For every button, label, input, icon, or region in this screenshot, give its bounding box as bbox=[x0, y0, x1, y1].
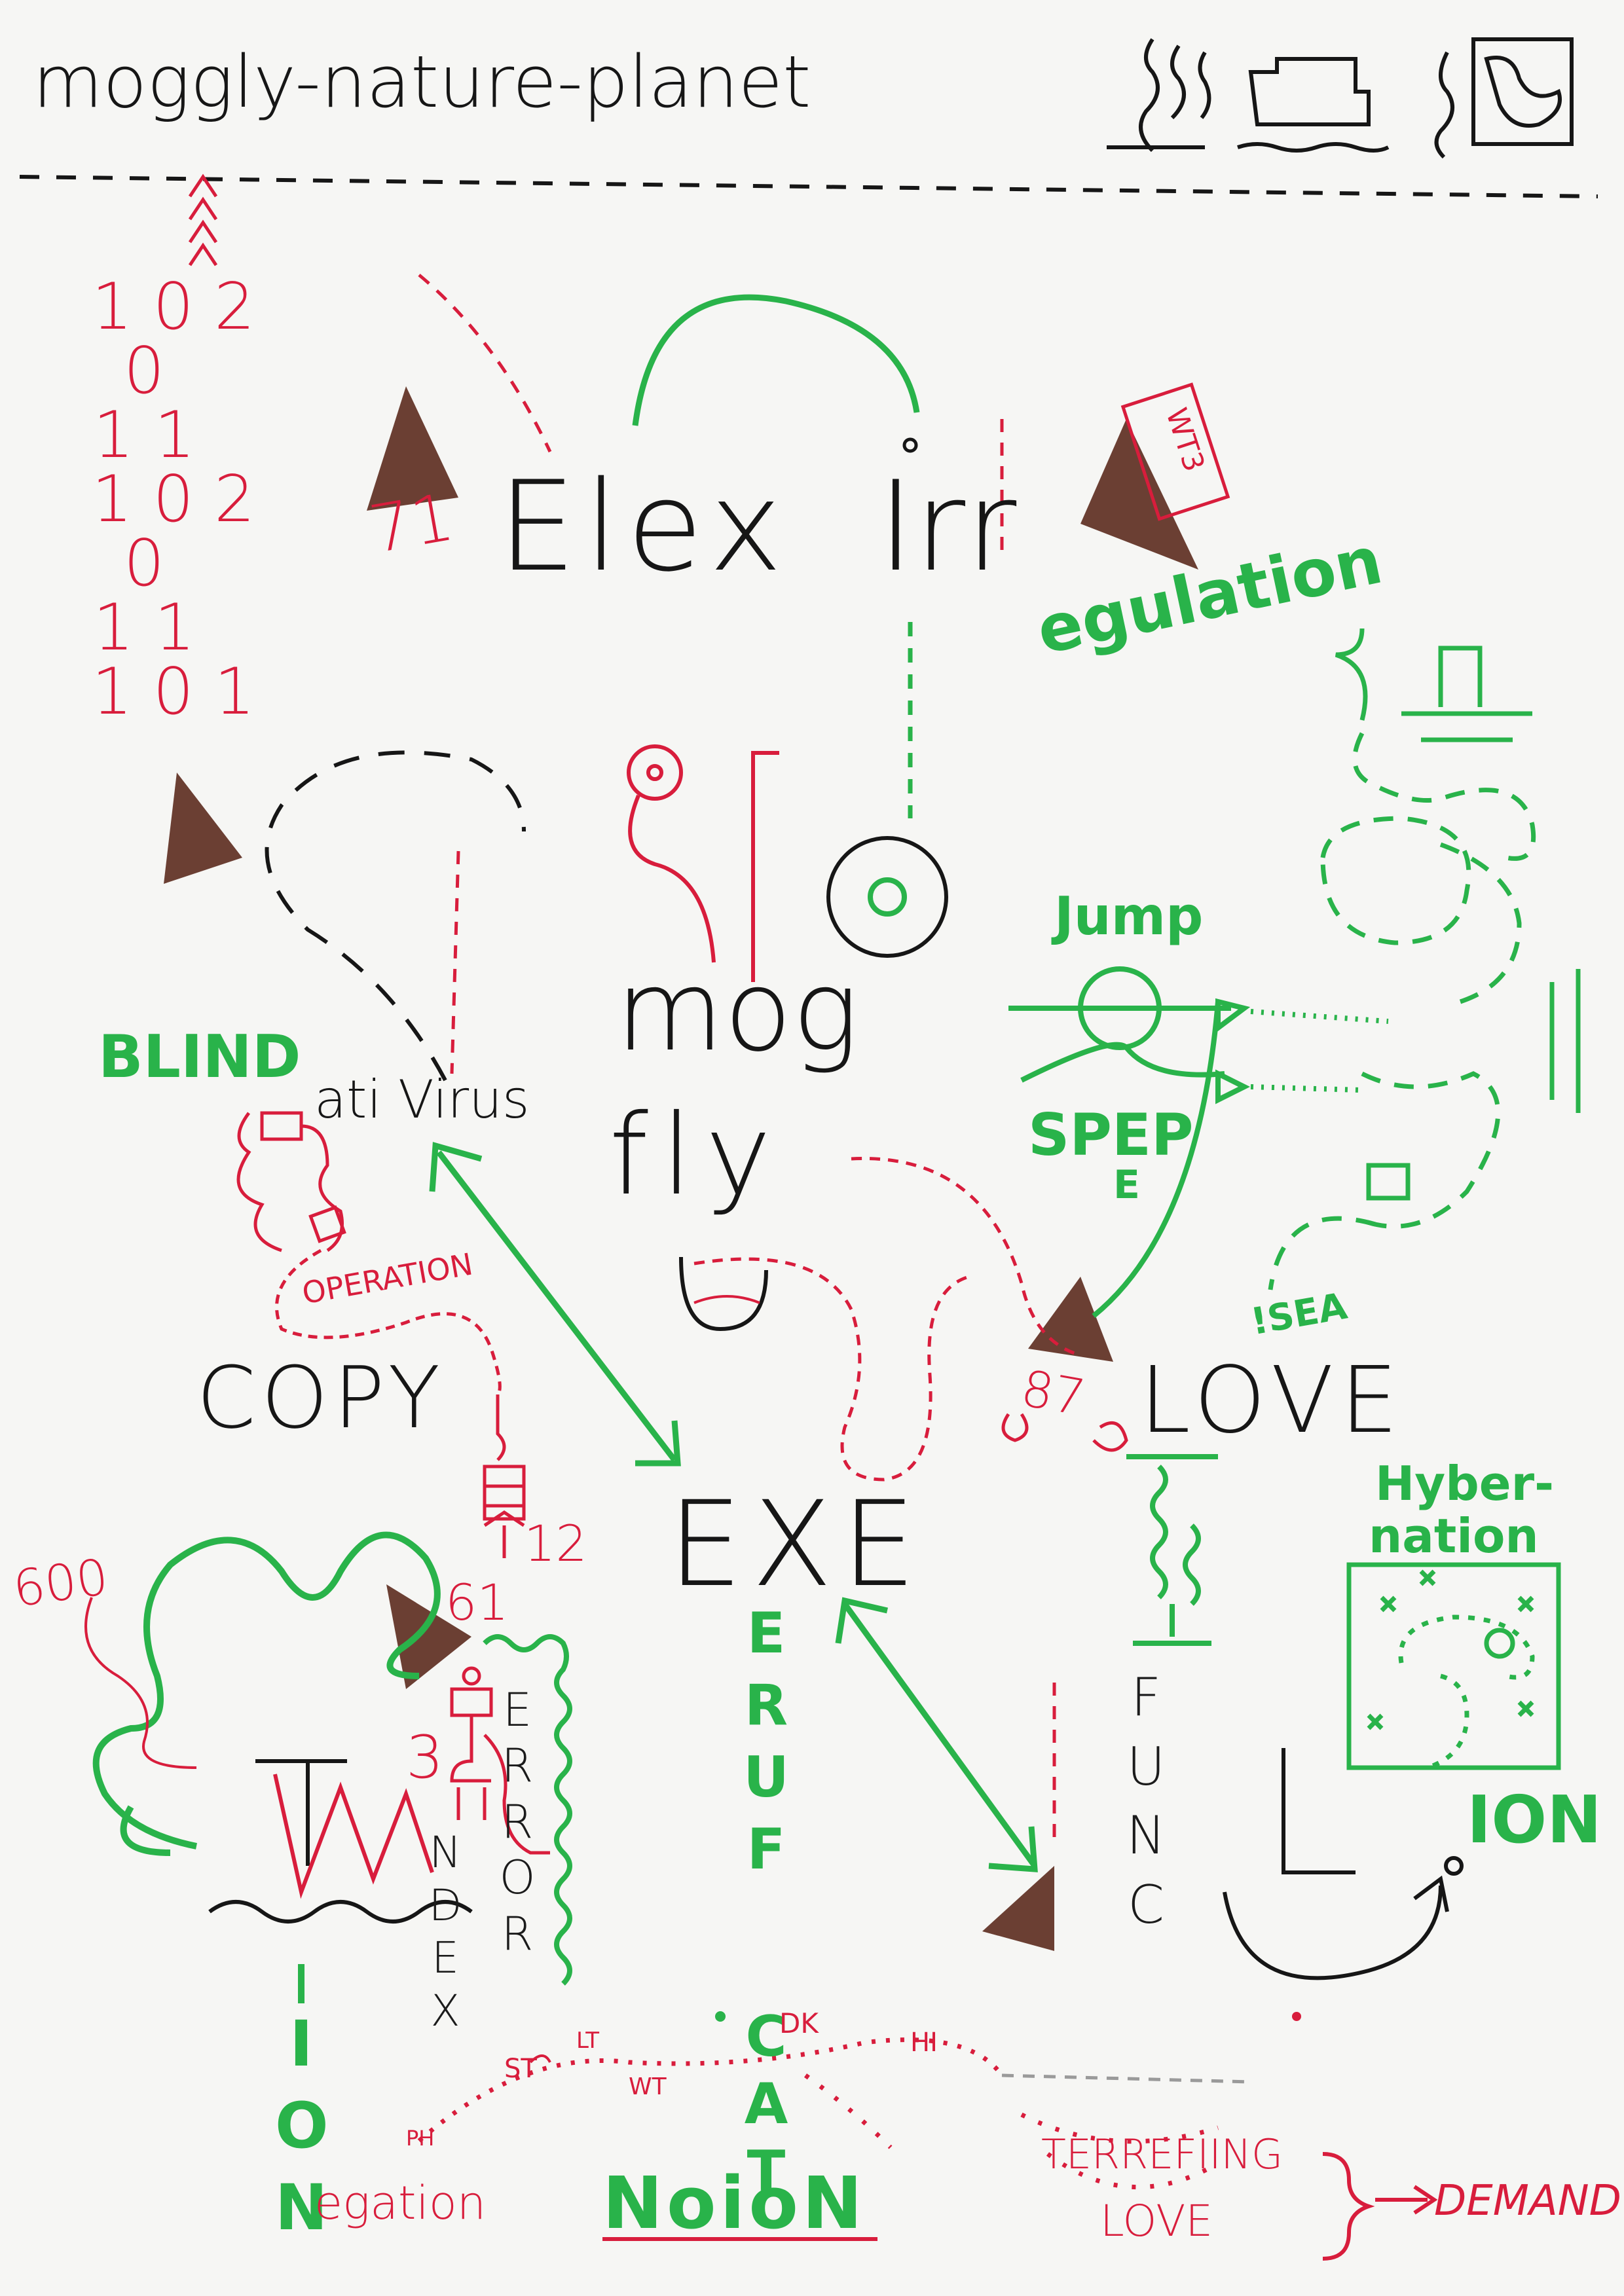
triangle-icon bbox=[1080, 419, 1198, 570]
fly-label: fly bbox=[609, 1091, 784, 1220]
red-dashed-line bbox=[450, 850, 460, 1074]
eruf-vertical-label: ERUF bbox=[743, 1601, 789, 1883]
love-small-label: LOVE bbox=[1100, 2196, 1213, 2246]
number-87-label: 87 bbox=[1017, 1358, 1090, 1427]
cat-vertical-label: CAT bbox=[744, 2004, 788, 2205]
copy-label: COPY bbox=[196, 1348, 446, 1448]
green-line bbox=[1092, 1001, 1221, 1319]
red-ladder-icon bbox=[483, 1394, 526, 1558]
triangle-icon bbox=[164, 773, 242, 884]
red-figure-icon bbox=[450, 1666, 550, 1855]
map-icon bbox=[1434, 37, 1574, 159]
number-label: 71 bbox=[363, 478, 460, 569]
dotted-line bbox=[1250, 1084, 1363, 1093]
red-mechanism-icon bbox=[236, 1111, 346, 1252]
hybernation-label-top: Hyber- bbox=[1375, 1456, 1554, 1511]
triangle-icon bbox=[1028, 1277, 1113, 1362]
triangle-icon bbox=[386, 1584, 471, 1689]
dotted-line bbox=[1250, 1009, 1389, 1024]
ion-left-vertical-label: ION bbox=[275, 2007, 329, 2244]
lt-label: LT bbox=[576, 2028, 600, 2054]
irr-label: Irr bbox=[877, 454, 1017, 599]
mog-label: mog bbox=[616, 947, 859, 1076]
func-vertical-label: FUNC bbox=[1126, 1667, 1166, 1935]
red-dashed-line bbox=[275, 1248, 502, 1396]
arrow-icon bbox=[1223, 1748, 1464, 1980]
ion-right-label: ION bbox=[1467, 1781, 1602, 1858]
red-dotted-arc bbox=[417, 2037, 1004, 2143]
elex-label: Elex bbox=[498, 454, 790, 599]
triangle-icon bbox=[367, 386, 458, 511]
demand-label: DEMAND bbox=[1434, 2177, 1621, 2225]
index-vertical-label: NDEX bbox=[428, 1827, 462, 2036]
noion-label: NoioN bbox=[602, 2161, 866, 2245]
ph-label: PH bbox=[406, 2126, 435, 2151]
error-vertical-label: ERROR bbox=[499, 1683, 536, 1961]
dot-icon bbox=[715, 2011, 726, 2022]
squiggle-icon bbox=[1107, 38, 1211, 153]
target-circle-icon bbox=[826, 836, 948, 958]
number-600-label: 600 bbox=[9, 1547, 112, 1618]
red-dashed-line bbox=[851, 1157, 1081, 1357]
binary-column: 1 0 2 0 1 1 1 0 2 0 1 1 1 0 1 bbox=[92, 270, 255, 729]
hybernation-box bbox=[1346, 1562, 1561, 1770]
negation-label: egation bbox=[314, 2176, 487, 2230]
dashed-loop bbox=[265, 750, 526, 1082]
swirl-icon bbox=[1001, 1413, 1128, 1452]
wt3-box bbox=[1120, 382, 1230, 521]
love-label: LOVE bbox=[1139, 1347, 1405, 1454]
dot-icon bbox=[1292, 2012, 1301, 2021]
dashed-line bbox=[1001, 2073, 1251, 2084]
cup-icon bbox=[679, 1256, 768, 1332]
speed-label: SPEP bbox=[1028, 1101, 1194, 1169]
arrow-icon bbox=[429, 1142, 681, 1467]
page-title: moggly-nature-planet bbox=[33, 40, 811, 124]
exe-label: EXE bbox=[668, 1476, 925, 1613]
hi-label: HI bbox=[910, 2028, 938, 2058]
hybernation-label-bottom: nation bbox=[1369, 1508, 1539, 1563]
red-dashed-line bbox=[418, 274, 552, 453]
speed-e-label: E bbox=[1113, 1162, 1140, 1208]
brace-arrow-icon bbox=[1322, 2152, 1438, 2261]
spring-icon bbox=[1126, 1454, 1218, 1646]
jump-label: Jump bbox=[1054, 886, 1204, 947]
arrow-icon bbox=[835, 1597, 1038, 1872]
red-squiggle bbox=[84, 1597, 197, 1769]
number-3-label: 3 bbox=[406, 1723, 444, 1792]
red-dotted-arc bbox=[803, 2073, 893, 2149]
number-12-label: 12 bbox=[524, 1514, 587, 1573]
virus-label: ati Virus bbox=[314, 1069, 530, 1130]
circle-icon bbox=[902, 437, 918, 453]
green-wavy-line bbox=[483, 1634, 572, 1986]
green-arch bbox=[632, 294, 920, 426]
number-61-label: 61 bbox=[445, 1573, 509, 1631]
triangle-icon bbox=[982, 1866, 1054, 1951]
green-structure bbox=[1268, 628, 1581, 1290]
green-blob bbox=[92, 1531, 441, 1850]
header-dashed-line bbox=[19, 175, 1598, 198]
blind-label: BLIND bbox=[98, 1023, 301, 1091]
chevron-up-icon bbox=[188, 173, 218, 266]
wt-label: WT bbox=[629, 2073, 667, 2100]
st-label: ST bbox=[504, 2054, 537, 2084]
red-dashed-line bbox=[693, 1257, 970, 1482]
zigzag-icon bbox=[208, 1759, 473, 1923]
terrefiing-label: TERREFIING bbox=[1041, 2130, 1283, 2178]
red-spiral-icon bbox=[627, 744, 779, 982]
box-icon bbox=[1237, 57, 1390, 153]
dk-label: DK bbox=[779, 2007, 819, 2039]
